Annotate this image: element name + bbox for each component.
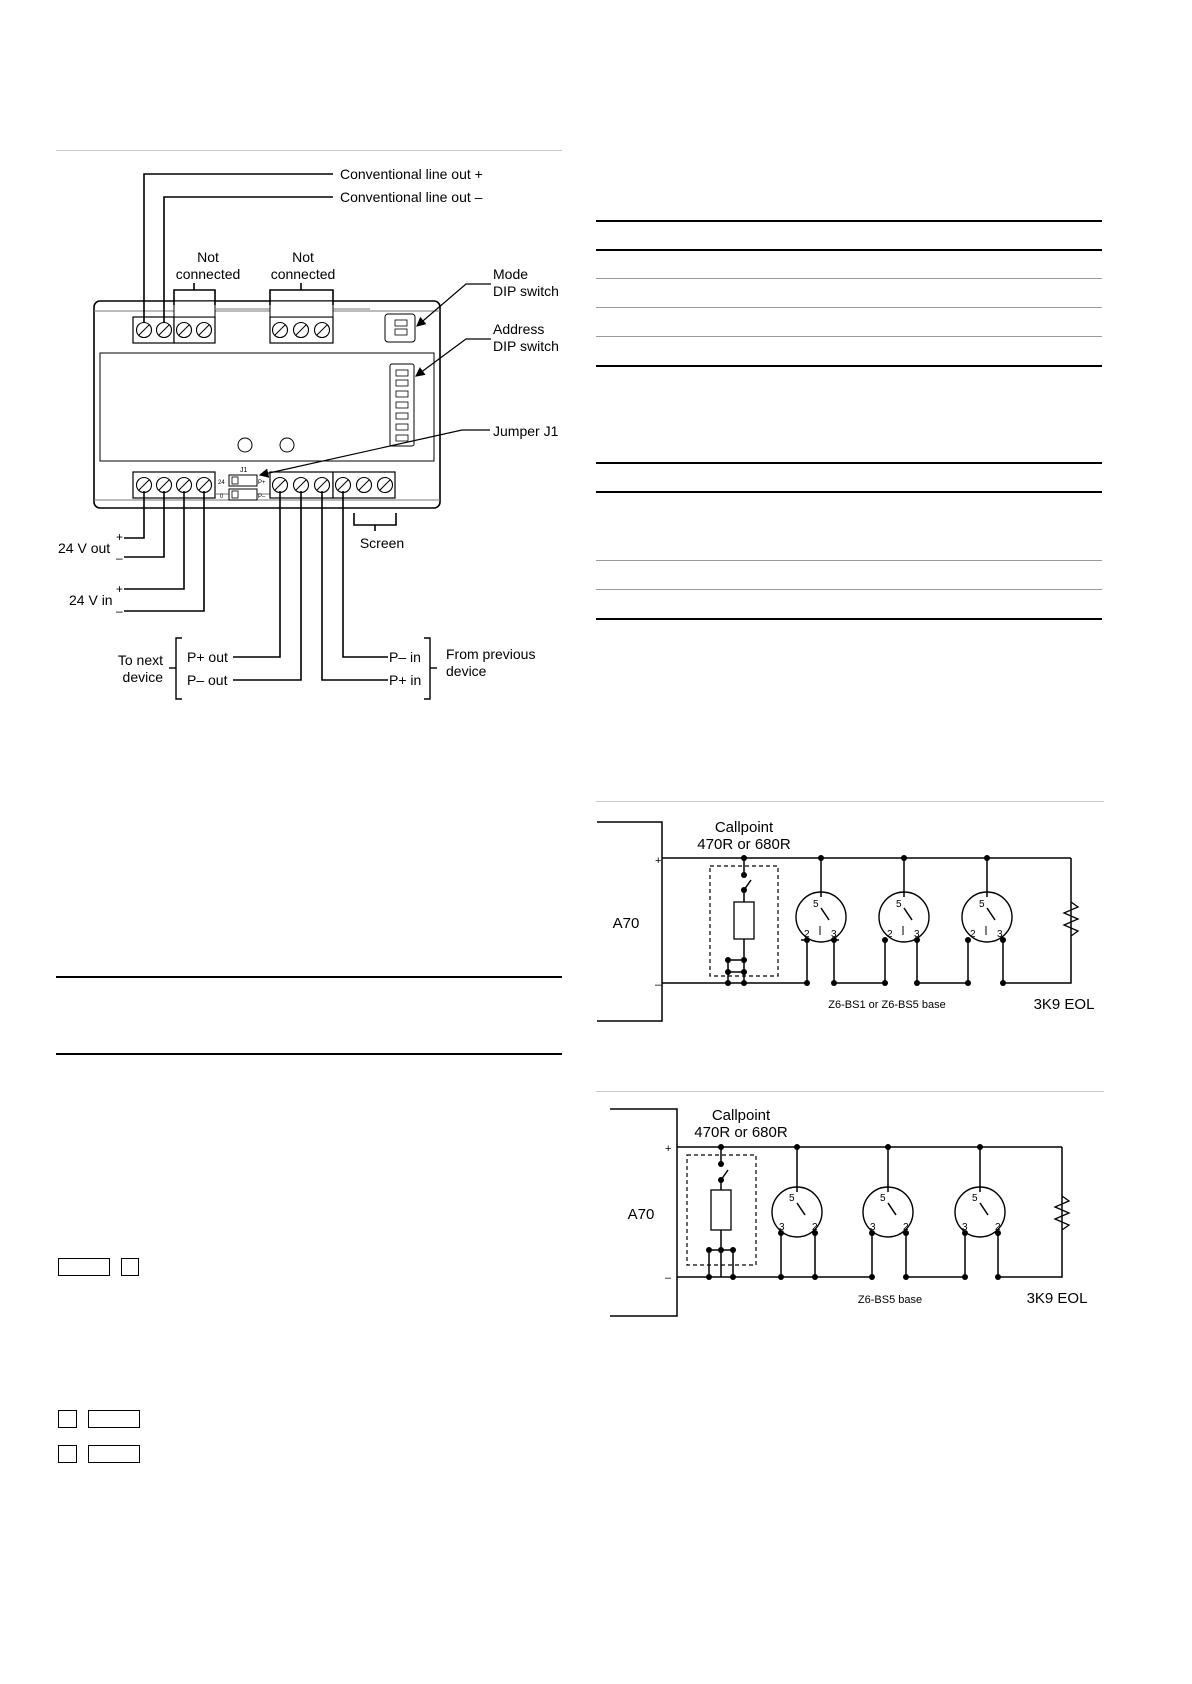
svg-text:3: 3: [914, 929, 920, 940]
svg-text:–: –: [116, 551, 123, 565]
svg-text:3: 3: [779, 1222, 785, 1233]
detector-base: 5 3 2: [862, 1147, 914, 1277]
svg-text:2: 2: [812, 1222, 818, 1233]
key-box-wide: [88, 1410, 140, 1428]
label-line-out-plus: Conventional line out +: [340, 166, 483, 182]
table-rule: [596, 336, 1102, 337]
jumper-j1: J1 24 0 P+ P–: [218, 467, 266, 501]
key-box-small: [58, 1445, 77, 1463]
address-dip-switch: [389, 363, 415, 447]
svg-text:24: 24: [218, 480, 225, 486]
svg-text:P–: P–: [258, 494, 266, 500]
eol-label: 3K9 EOL: [1027, 1290, 1088, 1307]
label-p-minus-in: P– in: [389, 649, 421, 665]
top-screws: [135, 321, 331, 339]
detector-base: 5 2 3: [878, 858, 930, 983]
table-rule: [596, 589, 1102, 590]
svg-text:3: 3: [831, 929, 837, 940]
detector-base: 5 2 3: [795, 858, 847, 983]
base-label: Z6-BS1 or Z6-BS5 base: [828, 999, 945, 1011]
svg-text:5: 5: [880, 1193, 886, 1204]
detector-base: 5 3 2: [954, 1147, 1006, 1277]
figure-rule-wiring-2: [596, 1091, 1104, 1092]
table-rule: [596, 560, 1102, 561]
svg-text:2: 2: [995, 1222, 1001, 1233]
svg-text:–: –: [665, 1272, 672, 1284]
label-p-minus-out: P– out: [187, 672, 228, 688]
svg-text:+: +: [116, 530, 123, 544]
table-rule: [596, 249, 1102, 251]
note-rule: [56, 976, 562, 978]
table-rule: [596, 462, 1102, 464]
figure-rule-top-left: [56, 150, 562, 151]
svg-text:+: +: [655, 855, 661, 867]
table-rule: [596, 220, 1102, 222]
label-screen: Screen: [360, 535, 404, 551]
led-indicator: [237, 437, 253, 453]
svg-text:2: 2: [804, 929, 810, 940]
label-jumper: Jumper J1: [493, 423, 559, 439]
svg-text:2: 2: [903, 1222, 909, 1233]
svg-text:0: 0: [220, 494, 224, 500]
label-line-out-minus: Conventional line out –: [340, 189, 483, 205]
led-indicator: [279, 437, 295, 453]
module-panel: [99, 352, 435, 462]
module-connection-diagram: J1 24 0 P+ P–: [58, 166, 559, 700]
base-label: Z6-BS5 base: [858, 1294, 922, 1306]
svg-text:2: 2: [970, 929, 976, 940]
svg-text:5: 5: [789, 1193, 795, 1204]
svg-text:3: 3: [870, 1222, 876, 1233]
svg-text:–: –: [116, 604, 123, 618]
panel-label: A70: [613, 915, 640, 932]
svg-text:J1: J1: [240, 467, 248, 474]
svg-text:5: 5: [896, 899, 902, 910]
svg-text:5: 5: [813, 899, 819, 910]
bottom-screws: [135, 476, 394, 494]
svg-text:–: –: [655, 979, 662, 991]
table-rule: [596, 618, 1102, 620]
svg-text:3: 3: [997, 929, 1003, 940]
key-box-small: [58, 1410, 77, 1428]
label-24v-in: 24 V in: [69, 592, 113, 608]
label-p-plus-out: P+ out: [187, 649, 228, 665]
svg-text:+: +: [665, 1143, 671, 1155]
svg-text:5: 5: [972, 1193, 978, 1204]
table-rule: [596, 278, 1102, 279]
note-rule: [56, 1053, 562, 1055]
key-box-small: [121, 1258, 139, 1276]
figure-rule-wiring-1: [596, 801, 1104, 802]
svg-text:3: 3: [962, 1222, 968, 1233]
eol-label: 3K9 EOL: [1034, 996, 1095, 1013]
detector-base: 5 2 3: [961, 858, 1013, 983]
key-box-wide: [88, 1445, 140, 1463]
panel-label: A70: [628, 1206, 655, 1223]
table-rule: [596, 491, 1102, 493]
svg-text:5: 5: [979, 899, 985, 910]
svg-text:2: 2: [887, 929, 893, 940]
table-rule: [596, 365, 1102, 367]
svg-text:P+: P+: [258, 480, 266, 486]
label-p-plus-in: P+ in: [389, 672, 421, 688]
svg-text:+: +: [116, 582, 123, 596]
label-24v-out: 24 V out: [58, 540, 110, 556]
detector-base: 5 3 2: [771, 1147, 823, 1277]
mode-dip-switch: [384, 313, 416, 343]
key-box-wide: [58, 1258, 110, 1276]
table-rule: [596, 307, 1102, 308]
